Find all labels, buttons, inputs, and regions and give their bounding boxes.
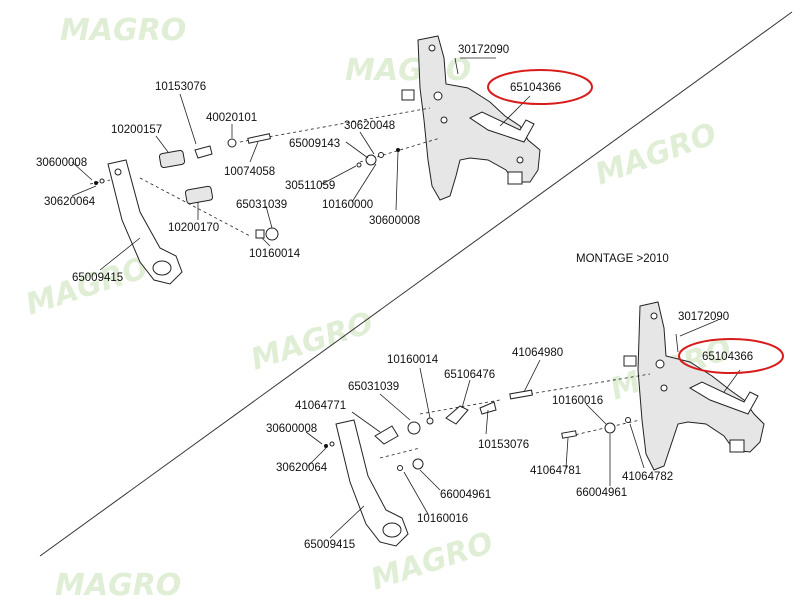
part-label: 30600008 bbox=[266, 423, 317, 435]
sprocket-65031039 bbox=[265, 227, 279, 241]
top-assembly: 30172090 65104366 10153076 40020101 1020… bbox=[36, 35, 593, 285]
lever-eye bbox=[382, 522, 402, 538]
nut-30600008 bbox=[94, 181, 98, 185]
clip-10153076 bbox=[479, 401, 497, 415]
frame-hole bbox=[650, 312, 658, 320]
part-label: 65031039 bbox=[236, 199, 287, 211]
frame-foot bbox=[507, 171, 523, 185]
frame-hole bbox=[655, 359, 665, 369]
watermark-logo: MAGRO bbox=[345, 53, 471, 88]
frame-foot bbox=[729, 439, 745, 453]
highlight-ring bbox=[678, 338, 784, 374]
highlight-ring bbox=[487, 69, 593, 105]
section-divider bbox=[39, 11, 793, 557]
frame-hole bbox=[433, 91, 443, 101]
pin-41064781 bbox=[561, 430, 577, 439]
link-41064771 bbox=[374, 425, 399, 445]
part-label: 65106476 bbox=[444, 369, 495, 381]
part-label: 65009415 bbox=[72, 272, 123, 284]
axis-line bbox=[139, 177, 251, 237]
axis-line bbox=[379, 447, 421, 459]
part-label: 30600008 bbox=[369, 215, 420, 227]
clip-10153076 bbox=[194, 145, 213, 159]
bottom-assembly: 30172090 65104366 10160014 41064980 6503… bbox=[266, 301, 784, 551]
frame-hole bbox=[428, 44, 436, 52]
sprocket-65009143 bbox=[365, 154, 377, 166]
lever-hole bbox=[114, 168, 122, 176]
bracket-10200157 bbox=[158, 149, 186, 169]
part-65106476 bbox=[445, 405, 469, 425]
part-label: 30172090 bbox=[678, 311, 729, 323]
part-label: 30620064 bbox=[276, 462, 328, 474]
part-label: 30620064 bbox=[44, 196, 96, 208]
part-label: 10153076 bbox=[478, 439, 529, 451]
watermark-logo: MAGRO bbox=[55, 568, 181, 600]
part-label: 66004961 bbox=[576, 487, 627, 499]
frame-lug bbox=[401, 89, 415, 101]
frame-arm bbox=[469, 111, 535, 143]
watermark-logo: MAGRO bbox=[591, 116, 722, 192]
nut-30600008 bbox=[324, 444, 328, 448]
part-label: 65009143 bbox=[289, 138, 340, 150]
frame-lug bbox=[623, 355, 637, 367]
axis-line bbox=[419, 373, 651, 415]
axis-line bbox=[239, 107, 431, 143]
part-label: 10160014 bbox=[387, 354, 439, 366]
bushing-10160014 bbox=[426, 417, 434, 425]
sprocket-66004961 bbox=[604, 422, 616, 434]
lever-arm bbox=[107, 159, 183, 285]
part-label: 41064771 bbox=[295, 400, 346, 412]
montage-note: MONTAGE >2010 bbox=[576, 253, 669, 265]
shaft-10074058 bbox=[247, 133, 271, 144]
washer-30620064 bbox=[329, 441, 335, 447]
nut-30600008 bbox=[396, 148, 400, 152]
bracket-10200170 bbox=[184, 185, 214, 205]
pin-30172090 bbox=[675, 333, 679, 353]
sprocket-66004961 bbox=[412, 458, 424, 470]
pin-30172090 bbox=[454, 57, 459, 75]
part-label-highlighted: 65104366 bbox=[702, 351, 753, 363]
watermark-logo: MAGRO bbox=[22, 250, 153, 322]
washer-30620064 bbox=[99, 178, 105, 184]
lever-eye bbox=[152, 260, 172, 276]
bushing-10160014 bbox=[255, 229, 265, 239]
part-label: 66004961 bbox=[440, 489, 491, 501]
part-label: 10160014 bbox=[249, 248, 301, 260]
part-label: 10200157 bbox=[111, 124, 162, 136]
part-label: 10160000 bbox=[322, 199, 373, 211]
part-label: 10200170 bbox=[168, 222, 219, 234]
watermark-logo: MAGRO bbox=[60, 13, 186, 48]
sprocket-65031039 bbox=[407, 421, 421, 435]
part-label: 30511059 bbox=[285, 180, 335, 192]
bushing-10160016 bbox=[397, 465, 403, 471]
part-label: 10160016 bbox=[417, 513, 468, 525]
frame-hole bbox=[440, 116, 448, 124]
frame-hole bbox=[660, 384, 668, 392]
part-label: 10160016 bbox=[552, 395, 603, 407]
part-label: 65009415 bbox=[304, 539, 355, 551]
frame-hole bbox=[516, 156, 524, 164]
part-label: 40020101 bbox=[206, 112, 257, 124]
part-label: 30600008 bbox=[36, 157, 87, 169]
shaft-41064980 bbox=[509, 389, 533, 400]
part-label: 10074058 bbox=[224, 166, 275, 178]
part-label-highlighted: 65104366 bbox=[510, 82, 561, 94]
part-label: 41064980 bbox=[512, 347, 563, 359]
lever-arm bbox=[335, 419, 409, 547]
frame-arm bbox=[688, 381, 759, 415]
bushing-41064782 bbox=[625, 417, 631, 423]
part-label: 41064782 bbox=[622, 471, 673, 483]
bushing-40020101 bbox=[227, 138, 237, 148]
part-label: 65031039 bbox=[348, 381, 399, 393]
part-label: 10153076 bbox=[155, 81, 206, 93]
watermark-logo: MAGRO bbox=[247, 305, 378, 377]
bolt-30511059 bbox=[356, 162, 362, 168]
part-label: 30172090 bbox=[458, 44, 509, 56]
washer-30620048 bbox=[378, 152, 384, 158]
part-label: 30620048 bbox=[344, 120, 395, 132]
part-label: 41064781 bbox=[530, 465, 581, 477]
